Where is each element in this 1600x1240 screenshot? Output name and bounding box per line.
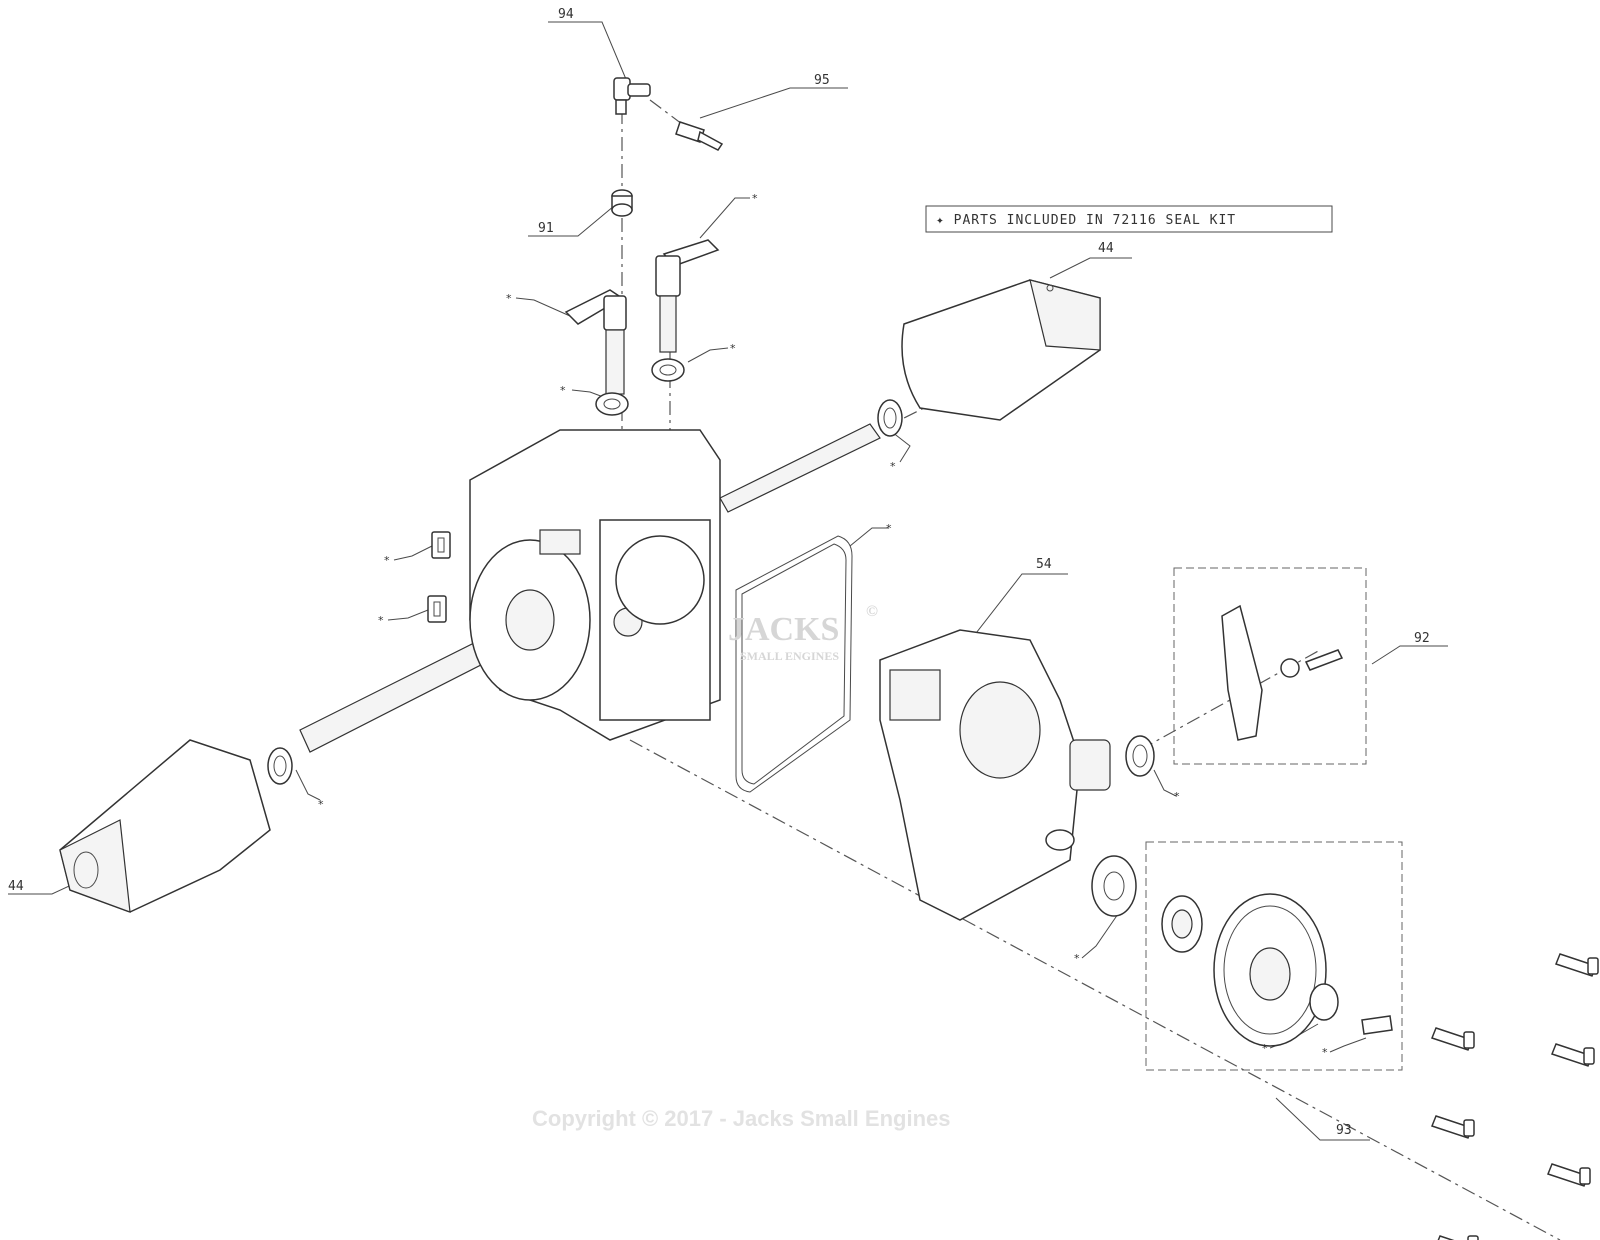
leader-star-clip-2 <box>387 609 429 621</box>
copyright-watermark: Copyright © 2017 - Jacks Small Engines <box>532 1106 950 1131</box>
lever-assembly-92 <box>1221 604 1344 741</box>
leader-star-upper-seal <box>891 431 911 463</box>
gasket <box>735 535 853 793</box>
seal-upper-axle <box>877 399 903 437</box>
assembly-box-92 <box>1173 567 1367 765</box>
leader-54 <box>965 573 1068 647</box>
pin-95 <box>675 121 724 151</box>
jacks-logo: JACKS © SMALL ENGINES <box>728 603 878 663</box>
star-gasket: * <box>886 522 892 535</box>
star-bolt: * <box>1322 1046 1328 1059</box>
label-94: 94 <box>558 7 574 22</box>
seal-lever-right <box>651 358 685 382</box>
star-clip-1: * <box>384 554 390 567</box>
star-upper-seal: * <box>890 460 896 473</box>
logo-sub: SMALL ENGINES <box>740 649 839 663</box>
leader-star-clip-1 <box>393 545 433 561</box>
label-44-top: 44 <box>1098 241 1114 256</box>
bolt-4 <box>1431 1115 1475 1139</box>
bolt-2 <box>1431 1027 1475 1051</box>
star-lever-right: * <box>752 192 758 205</box>
leader-94 <box>548 21 629 85</box>
control-lever-left <box>564 289 627 395</box>
star-washer: * <box>1262 1042 1268 1055</box>
leader-star-bearing <box>1081 913 1119 959</box>
star-seal-left: * <box>560 384 566 397</box>
centerline-95 <box>649 99 691 131</box>
star-seal-right: * <box>730 342 736 355</box>
label-44-left: 44 <box>8 879 24 894</box>
leader-star-gasket <box>849 527 888 547</box>
assembly-box-93 <box>1145 841 1403 1071</box>
centerline-main-axis <box>629 739 1561 1240</box>
axle-upper <box>719 423 881 513</box>
label-92: 92 <box>1414 631 1430 646</box>
seal-kit-note: ✦ PARTS INCLUDED IN 72116 SEAL KIT <box>936 213 1236 228</box>
bolt-1 <box>1555 953 1599 977</box>
logo-mark: © <box>866 603 878 620</box>
leader-star-seal-right <box>687 347 729 363</box>
leader-91 <box>528 205 615 237</box>
star-clip-2: * <box>378 614 384 627</box>
cap-91 <box>611 189 633 217</box>
fan-housing-left <box>59 739 271 913</box>
bolt-5 <box>1547 1163 1591 1187</box>
star-left-seal: * <box>318 798 324 811</box>
leader-44-top <box>1049 257 1132 279</box>
label-95: 95 <box>814 73 830 88</box>
seal-right-shaft <box>1125 735 1155 777</box>
logo-brand: JACKS <box>728 611 839 648</box>
bolt-3 <box>1551 1043 1595 1067</box>
leader-star-bolt <box>1329 1037 1367 1053</box>
label-93: 93 <box>1336 1123 1352 1138</box>
gasket-inner <box>741 543 847 785</box>
control-lever-right <box>655 239 720 353</box>
seal-kit-note-box <box>925 205 1333 233</box>
transaxle-housing-left <box>469 429 721 741</box>
clip-lower <box>427 595 447 623</box>
leader-95 <box>699 87 848 119</box>
fitting-94 <box>613 77 651 115</box>
leader-star-lever-left <box>515 297 571 317</box>
transaxle-housing-right <box>879 629 1111 921</box>
clip-upper <box>431 531 451 559</box>
star-right-seal: * <box>1174 790 1180 803</box>
leader-star-right-seal <box>1153 769 1177 797</box>
star-bearing: * <box>1074 952 1080 965</box>
leader-star-left-seal <box>295 769 321 801</box>
label-54: 54 <box>1036 557 1052 572</box>
seal-lever-left <box>595 392 629 416</box>
bolt-6 <box>1437 1235 1479 1240</box>
seal-lower-axle <box>267 747 293 785</box>
label-91: 91 <box>538 221 554 236</box>
leader-93 <box>1275 1097 1370 1141</box>
leader-star-lever-right <box>699 197 750 239</box>
fan-housing-top <box>901 279 1101 421</box>
pulley-assembly-93 <box>1091 855 1393 1047</box>
star-lever-left: * <box>506 292 512 305</box>
leader-92 <box>1371 645 1448 665</box>
